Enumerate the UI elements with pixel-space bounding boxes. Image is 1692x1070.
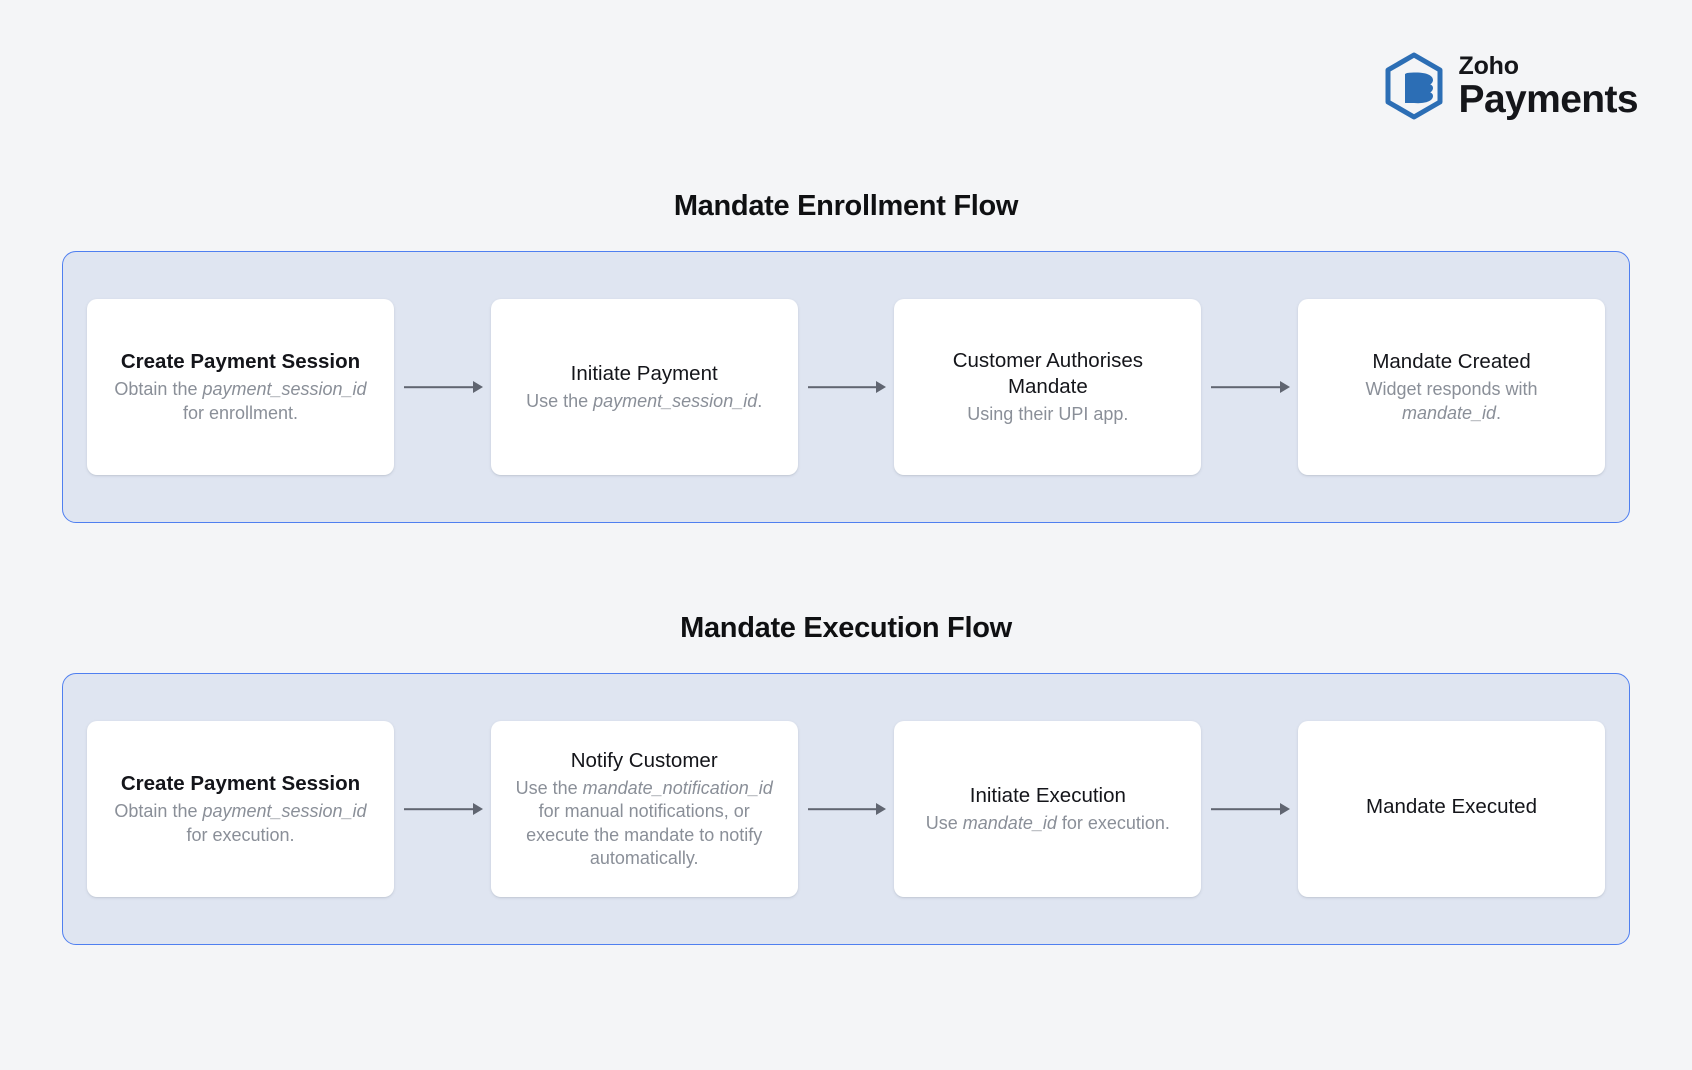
logo-payments-text: Payments: [1458, 77, 1639, 121]
arrow-head-icon: [876, 803, 887, 815]
flow-node-description: Use the mandate_notification_id for manu…: [515, 777, 773, 868]
arrow-head-icon: [472, 803, 483, 815]
zoho-hexagon-logo-icon: [1383, 52, 1445, 120]
flow-node-description: Use the payment_session_id.: [526, 390, 763, 411]
flow-panel-execution: Create Payment Session Obtain the paymen…: [62, 673, 1630, 945]
flow-node-description: Obtain the payment_session_id for execut…: [114, 801, 367, 845]
flow-node-create-payment-session-execution: Create Payment Session Obtain the paymen…: [87, 721, 394, 897]
flow-node-title: Initiate Execution: [969, 783, 1126, 807]
flow-node-title: Initiate Payment: [570, 361, 718, 385]
flow-node-description: Using their UPI app.: [967, 404, 1129, 425]
flow-node-description: Widget responds with mandate_id.: [1365, 379, 1538, 423]
flow-node-mandate-executed: Mandate Executed: [1298, 721, 1606, 897]
arrow-line-icon: [1211, 808, 1283, 810]
flow-node-customer-authorises-mandate: Customer Authorises Mandate Using their …: [894, 299, 1202, 475]
arrow-line-icon: [404, 808, 475, 810]
arrow-head-icon: [876, 381, 887, 393]
section-title-execution: Mandate Execution Flow: [680, 612, 1012, 644]
flow-arrow-2: [800, 380, 893, 394]
flow-node-title: Create Payment Session: [120, 349, 361, 373]
flow-arrow-3: [1203, 380, 1296, 394]
flow-node-mandate-created: Mandate Created Widget responds with man…: [1298, 299, 1606, 475]
flow-node-notify-customer: Notify Customer Use the mandate_notifica…: [490, 721, 798, 897]
flow-node-title: Mandate Executed: [1366, 795, 1537, 819]
logo-zoho-text: Zoho: [1458, 51, 1519, 80]
logo-wordmark: Zoho Payments: [1458, 51, 1639, 121]
flow-node-initiate-execution: Initiate Execution Use mandate_id for ex…: [894, 721, 1202, 897]
arrow-head-icon: [1280, 381, 1291, 393]
mandate-enrollment-flow-section: Mandate Enrollment Flow Create Payment S…: [0, 190, 1692, 523]
flow-node-title: Mandate Created: [1372, 349, 1531, 373]
arrow-line-icon: [404, 386, 475, 388]
arrow-head-icon: [1280, 803, 1291, 815]
flow-node-description: Use mandate_id for execution.: [925, 812, 1170, 833]
arrow-line-icon: [807, 386, 879, 388]
flow-panel-enrollment: Create Payment Session Obtain the paymen…: [62, 251, 1630, 523]
flow-node-create-payment-session-enrollment: Create Payment Session Obtain the paymen…: [87, 299, 394, 475]
flow-node-initiate-payment: Initiate Payment Use the payment_session…: [490, 299, 798, 475]
arrow-line-icon: [807, 808, 879, 810]
flow-arrow-4: [396, 802, 489, 816]
mandate-execution-flow-section: Mandate Execution Flow Create Payment Se…: [0, 612, 1692, 945]
section-title-enrollment: Mandate Enrollment Flow: [673, 190, 1019, 222]
flow-node-title: Create Payment Session: [120, 771, 361, 795]
flow-arrow-1: [396, 380, 489, 394]
flow-arrow-6: [1203, 802, 1296, 816]
flow-node-title: Notify Customer: [570, 748, 718, 772]
zoho-payments-logo: Zoho Payments: [1383, 51, 1639, 121]
flow-arrow-5: [800, 802, 893, 816]
flow-node-description: Obtain the payment_session_id for enroll…: [114, 379, 367, 423]
arrow-line-icon: [1211, 386, 1283, 388]
arrow-head-icon: [472, 381, 483, 393]
flow-node-title: Customer Authorises Mandate: [952, 348, 1143, 398]
